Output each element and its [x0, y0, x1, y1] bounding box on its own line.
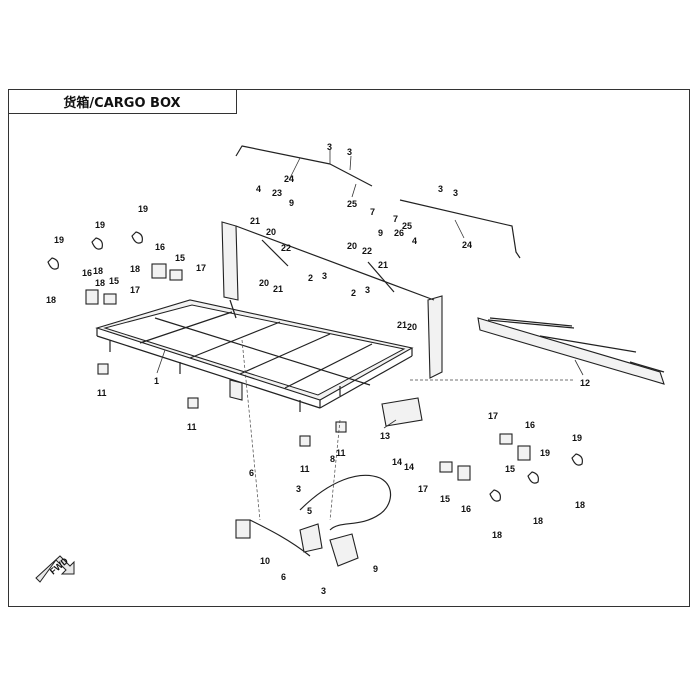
rubber-feet: [97, 363, 347, 447]
cargo-frame-part: [95, 299, 414, 412]
callout-number: 18: [93, 266, 103, 276]
callout-number: 6: [249, 468, 254, 478]
title-box: 货箱/CARGO BOX: [8, 89, 237, 114]
callout-number: 8: [330, 454, 335, 464]
page-title: 货箱/CARGO BOX: [63, 95, 181, 111]
callout-number: 4: [412, 236, 417, 246]
callout-numbers: 24 3 3 25 7 4 23 9 21 20 22 20 21 7 25 3…: [46, 142, 590, 596]
callout-number: 18: [575, 500, 585, 510]
rear-rack-part: [477, 317, 665, 385]
callout-number: 7: [393, 214, 398, 224]
callout-number: 15: [505, 464, 515, 474]
callout-number: 3: [322, 271, 327, 281]
callout-number: 19: [95, 220, 105, 230]
callout-number: 3: [453, 188, 458, 198]
callout-number: 16: [82, 268, 92, 278]
callout-number: 3: [321, 586, 326, 596]
callout-number: 17: [196, 263, 206, 273]
callout-number: 18: [130, 264, 140, 274]
callout-number: 21: [397, 320, 407, 330]
callout-number: 11: [336, 448, 346, 458]
bracket-part: [381, 397, 423, 427]
callout-number: 13: [380, 431, 390, 441]
callout-number: 3: [438, 184, 443, 194]
hooks: [47, 231, 583, 502]
callout-number: 24: [284, 174, 294, 184]
callout-number: 24: [462, 240, 472, 250]
callout-number: 15: [440, 494, 450, 504]
callout-number: 18: [46, 295, 56, 305]
mounts: [85, 263, 531, 481]
callout-number: 9: [378, 228, 383, 238]
callout-number: 9: [289, 198, 294, 208]
callout-number: 19: [54, 235, 64, 245]
callout-number: 16: [525, 420, 535, 430]
callout-number: 15: [109, 276, 119, 286]
callout-number: 23: [272, 188, 282, 198]
callout-number: 11: [187, 422, 197, 432]
callout-number: 15: [175, 253, 185, 263]
callout-number: 4: [256, 184, 261, 194]
callout-number: 22: [362, 246, 372, 256]
callout-number: 2: [351, 288, 356, 298]
callout-number: 19: [572, 433, 582, 443]
leader-lines: [156, 150, 584, 521]
callout-number: 17: [418, 484, 428, 494]
callout-number: 25: [402, 221, 412, 231]
callout-number: 14: [392, 457, 402, 467]
callout-number: 20: [259, 278, 269, 288]
callout-number: 21: [250, 216, 260, 226]
callout-number: 18: [95, 278, 105, 288]
callout-number: 18: [492, 530, 502, 540]
callout-number: 11: [97, 388, 107, 398]
callout-number: 2: [308, 273, 313, 283]
callout-number: 25: [347, 199, 357, 209]
callout-number: 5: [307, 506, 312, 516]
callout-number: 16: [461, 504, 471, 514]
callout-number: 6: [281, 572, 286, 582]
callout-number: 12: [580, 378, 590, 388]
callout-number: 17: [130, 285, 140, 295]
fwd-arrow-icon: FWD: [35, 555, 75, 583]
callout-number: 18: [533, 516, 543, 526]
callout-number: 17: [488, 411, 498, 421]
callout-number: 20: [266, 227, 276, 237]
callout-number: 19: [540, 448, 550, 458]
callout-number: 21: [273, 284, 283, 294]
callout-number: 14: [404, 462, 414, 472]
top-rods: [235, 145, 521, 259]
gas-struts: [261, 239, 395, 293]
callout-number: 3: [365, 285, 370, 295]
callout-number: 7: [370, 207, 375, 217]
callout-number: 3: [347, 147, 352, 157]
callout-number: 26: [394, 228, 404, 238]
front-posts: [221, 221, 443, 379]
callout-number: 19: [138, 204, 148, 214]
wiring-harness: [235, 474, 392, 567]
callout-number: 21: [378, 260, 388, 270]
callout-number: 3: [327, 142, 332, 152]
callout-number: 3: [296, 484, 301, 494]
diagram-frame: [8, 89, 690, 607]
callout-number: 22: [281, 243, 291, 253]
callout-number: 20: [347, 241, 357, 251]
callout-number: 9: [373, 564, 378, 574]
callout-number: 1: [154, 376, 159, 386]
callout-number: 20: [407, 322, 417, 332]
callout-number: 10: [260, 556, 270, 566]
callout-number: 11: [300, 464, 310, 474]
callout-number: 16: [155, 242, 165, 252]
